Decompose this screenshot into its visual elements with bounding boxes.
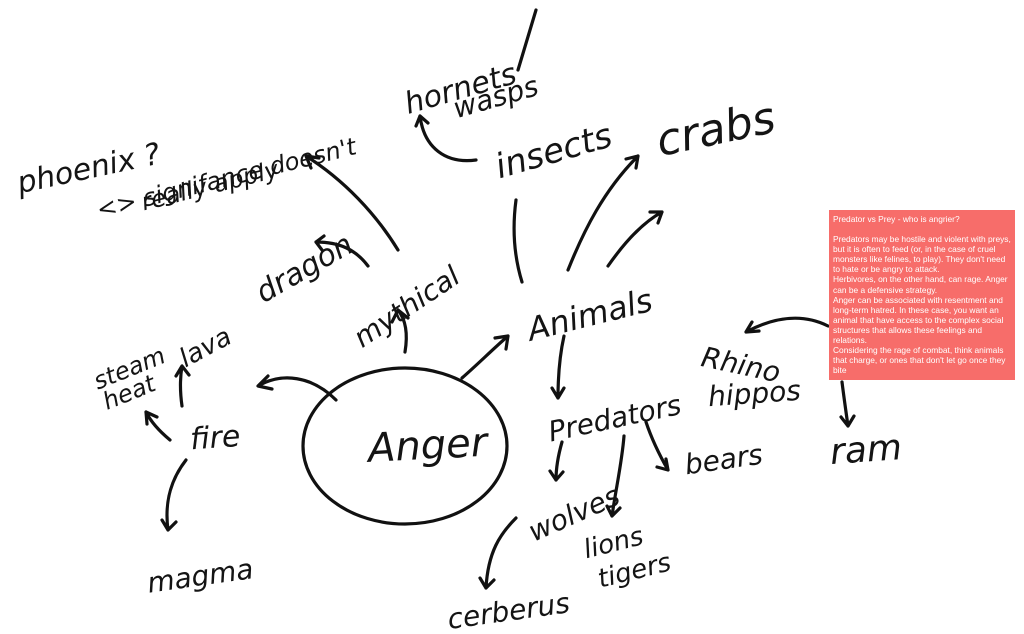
connector-wasps-line: [516, 8, 538, 72]
node-anger: Anger: [364, 420, 491, 472]
node-crabs: crabs: [652, 92, 780, 167]
node-insects: insects: [491, 116, 617, 187]
connector-animals-insects: [512, 198, 524, 284]
connector-anger-mythical: [390, 308, 410, 354]
connector-fire-heat: [144, 410, 172, 442]
sticky-note-title: Predator vs Prey - who is angrier?: [833, 214, 960, 224]
connector-fire-lava: [174, 364, 191, 408]
connector-mythical-dragon: [314, 234, 370, 268]
connector-note-rhino: [744, 316, 830, 334]
sticky-note-body: Predators may be hostile and violent wit…: [833, 234, 1011, 376]
node-animals: Animals: [522, 281, 657, 349]
connector-animals-right: [606, 210, 664, 268]
connector-predators-bears: [644, 420, 670, 472]
connector-insects-hornets: [414, 114, 478, 163]
node-predators: Predators: [545, 388, 684, 448]
connector-predators-lions: [605, 434, 626, 518]
connector-mythical-phoenix: [304, 154, 400, 252]
node-hippos: hippos: [707, 374, 802, 413]
connector-fire-magma: [160, 458, 188, 532]
node-bears: bears: [683, 438, 765, 482]
connector-predators-wolves: [548, 440, 565, 482]
node-cerberus: cerberus: [445, 586, 571, 634]
connector-animals-predators: [550, 334, 566, 400]
connector-lines: [144, 8, 856, 590]
connector-wolves-cerberus: [478, 516, 518, 590]
sticky-note[interactable]: Predator vs Prey - who is angrier? Preda…: [829, 210, 1015, 380]
node-dragon: dragon: [250, 227, 359, 310]
connector-anger-fire: [256, 374, 338, 402]
node-fire: fire: [189, 419, 241, 457]
connector-note-ram: [839, 380, 856, 428]
node-ram: ram: [829, 427, 904, 473]
center-ellipse: [301, 366, 509, 526]
connector-animals-crabs: [566, 154, 640, 272]
node-magma: magma: [145, 552, 255, 600]
node-lava: lava: [175, 322, 237, 374]
connector-anger-animals: [460, 334, 510, 380]
